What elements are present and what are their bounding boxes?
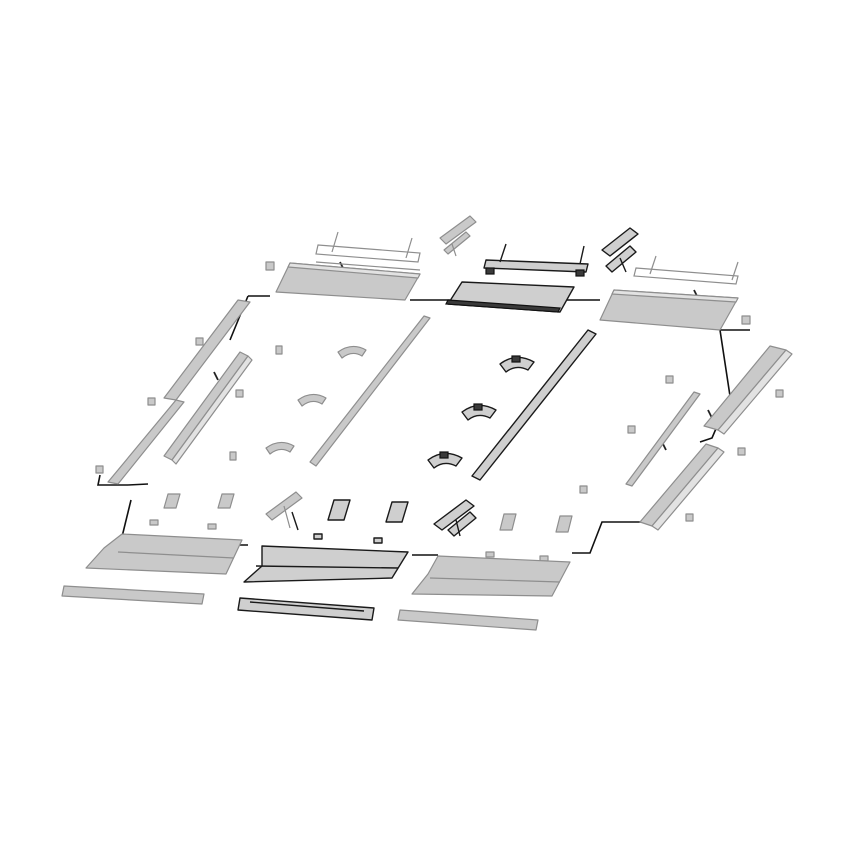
top-small-bracket: [439, 215, 477, 257]
bottom-right-bracket: [433, 499, 477, 537]
bottom-center-apron: [243, 545, 409, 583]
top-center-flashing: [445, 281, 575, 313]
bottom-left-apron: [61, 533, 243, 605]
left-center-clips: [229, 315, 431, 467]
bottom-pads: [149, 493, 573, 562]
right-side-rails: [579, 345, 793, 531]
bottom-center-sill-strip: [237, 597, 375, 621]
top-right-small-bracket: [601, 227, 639, 273]
bottom-right-apron: [397, 555, 571, 631]
connector-marks: [181, 261, 713, 451]
top-left-flashing: [265, 231, 421, 301]
top-center-bracket: [483, 243, 589, 277]
bottom-left-bracket: [265, 491, 303, 531]
center-right-rail: [471, 329, 597, 481]
center-clips: [427, 355, 535, 469]
left-side-rails: [95, 299, 253, 485]
top-right-flashing: [599, 255, 751, 331]
